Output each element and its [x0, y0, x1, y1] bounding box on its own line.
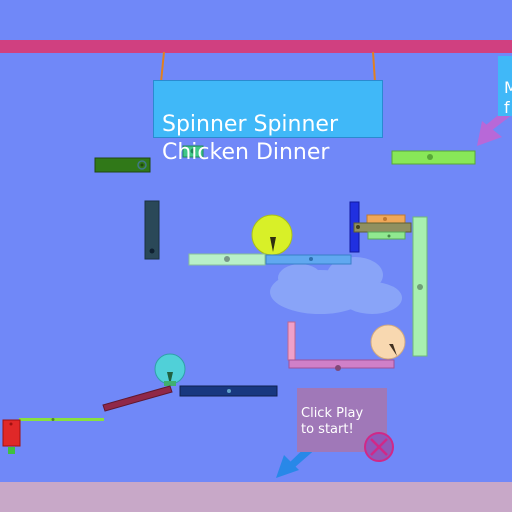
game-title: Spinner Spinner Chicken Dinner [162, 112, 339, 165]
pink-platform [288, 359, 395, 369]
yellow-spinner [251, 214, 293, 256]
light-green-platform [391, 150, 476, 165]
lime-thin-platform [19, 418, 104, 421]
pink-post [287, 321, 296, 361]
light-green-block [367, 231, 406, 240]
hang-string-left [160, 51, 165, 83]
play-hint-panel: Click Play to start! [297, 388, 387, 452]
close-icon[interactable] [364, 432, 396, 464]
olive-bar [353, 222, 412, 233]
ceiling-bar [0, 40, 512, 53]
floor [0, 482, 512, 512]
cloud [270, 257, 402, 314]
play-hint-text: Click Play to start! [301, 406, 364, 437]
maroon-slanted-bar [102, 385, 173, 412]
game-title-panel: Spinner Spinner Chicken Dinner [153, 80, 383, 165]
side-info-panel: M f [498, 56, 512, 116]
dark-vertical-post [144, 200, 160, 260]
light-blue-platform [265, 254, 352, 265]
peach-spinner [370, 324, 406, 360]
hang-string-right [372, 51, 376, 83]
side-info-text: M f [504, 78, 512, 116]
dark-green-platform [94, 157, 151, 173]
red-block [2, 419, 21, 447]
